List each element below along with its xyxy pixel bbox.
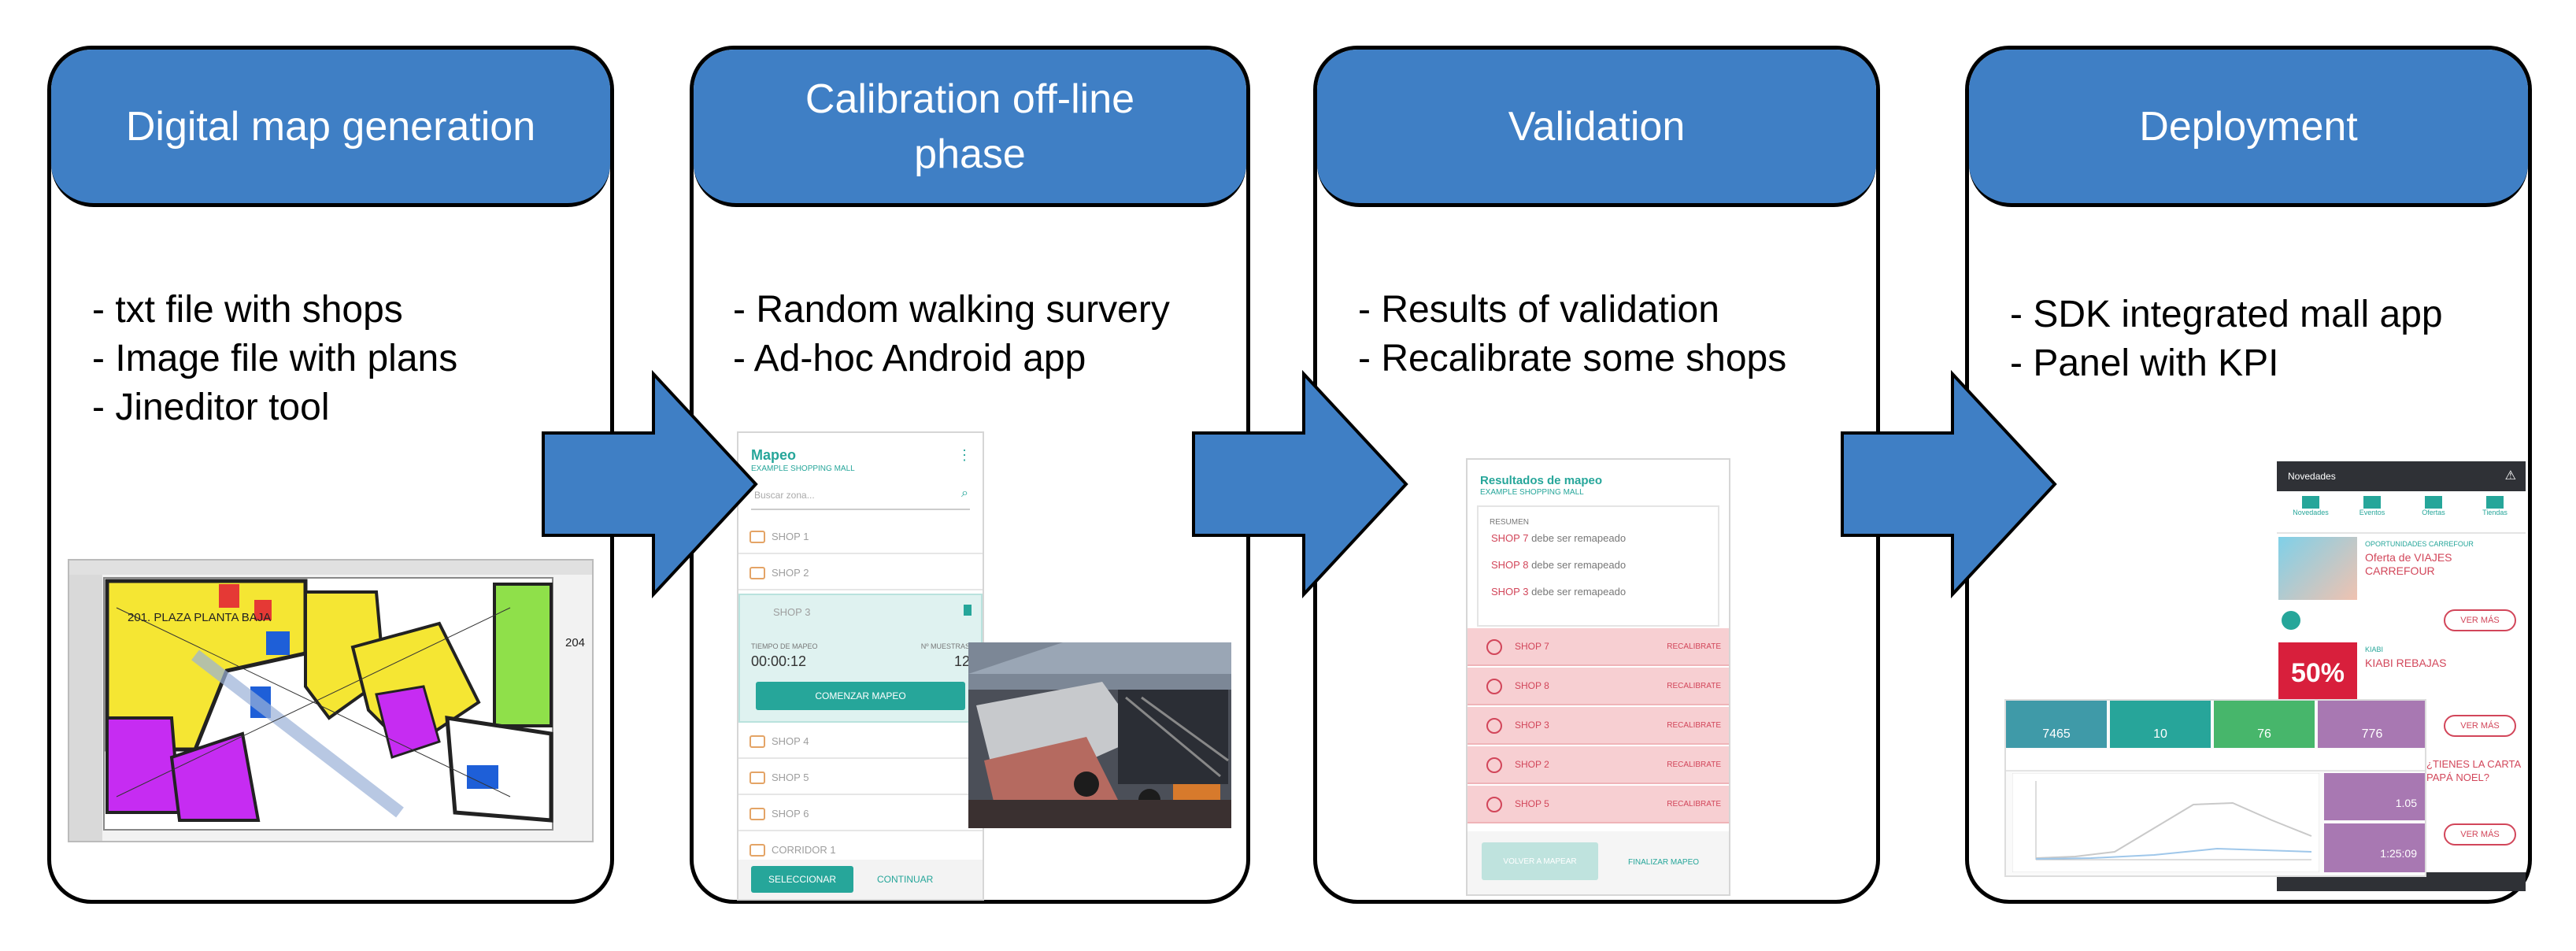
timer-label: TIEMPO DE MAPEO xyxy=(751,642,818,650)
select-button[interactable]: SELECCIONAR xyxy=(751,866,853,893)
stage-bullets-validation: - Results of validation - Recalibrate so… xyxy=(1358,286,1860,383)
tab-tiendas[interactable]: Tiendas xyxy=(2467,496,2522,516)
app-subtitle: EXAMPLE SHOPPING MALL xyxy=(751,464,855,473)
mall-photo xyxy=(968,642,1231,828)
app-header-title: Novedades xyxy=(2288,471,2336,482)
selected-item-label: SHOP 3 xyxy=(773,606,811,618)
app-subtitle: EXAMPLE SHOPPING MALL xyxy=(1480,488,1584,497)
stage-bullets-calibration: - Random walking survery - Ad-hoc Androi… xyxy=(733,286,1231,383)
floor-plan-image xyxy=(69,561,592,841)
see-more-button[interactable]: VER MÁS xyxy=(2444,609,2516,631)
promo-kicker: OPORTUNIDADES CARREFOUR xyxy=(2365,540,2474,548)
kpi-side-tile: 1.05 xyxy=(2324,773,2425,820)
stage-title-calibration: Calibration off-line phase xyxy=(694,50,1246,207)
see-more-button[interactable]: VER MÁS xyxy=(2444,823,2516,846)
calendar-icon xyxy=(2363,496,2381,509)
continue-button[interactable]: CONTINUAR xyxy=(877,874,934,885)
see-more-button[interactable]: VER MÁS xyxy=(2444,715,2516,737)
stage-bullets-map-generation: - txt file with shops - Image file with … xyxy=(92,286,594,432)
selected-item-panel: SHOP 3 TIEMPO DE MAPEO 00:00:12 Nº MUEST… xyxy=(738,594,983,723)
timer-value: 00:00:12 xyxy=(751,653,807,669)
bullet: - Panel with KPI xyxy=(2010,342,2279,384)
kpi-tile: 76 xyxy=(2214,701,2315,748)
remap-button[interactable]: VOLVER A MAPEAR xyxy=(1482,842,1598,880)
tab-eventos[interactable]: Eventos xyxy=(2345,496,2400,516)
discount-badge: 50% xyxy=(2278,642,2357,704)
promo-image xyxy=(2278,537,2357,600)
calibration-app-screenshot: Mapeo EXAMPLE SHOPPING MALL ⋮ Buscar zon… xyxy=(737,431,984,901)
app-title: Mapeo xyxy=(751,447,797,463)
samples-label: Nº MUESTRAS xyxy=(920,642,970,650)
arrow-right-icon xyxy=(542,370,758,598)
bullet: - Jineditor tool xyxy=(92,387,330,428)
kpi-line-chart xyxy=(2012,773,2319,872)
bullet: - Image file with plans xyxy=(92,338,458,379)
floor-plan-thumbnail: 201. PLAZA PLANTA BAJA 204 xyxy=(68,559,594,842)
avatar xyxy=(2282,611,2300,630)
search-placeholder: Buscar zona... xyxy=(754,490,815,501)
kpi-tile: 7465 xyxy=(2006,701,2107,748)
arrow-right-icon xyxy=(1192,370,1408,598)
list-item: SHOP 1 xyxy=(738,520,983,554)
alert-icon: ⚠ xyxy=(2504,469,2516,483)
promo-kicker: KIABI xyxy=(2365,646,2384,653)
list-item: SHOP 6 xyxy=(738,797,983,831)
app-title: Resultados de mapeo xyxy=(1480,474,1603,487)
stage-bullets-deployment: - SDK integrated mall app - Panel with K… xyxy=(2010,290,2512,388)
bullet: - Ad-hoc Android app xyxy=(733,338,1086,379)
more-icon: ⋮ xyxy=(957,447,972,463)
store-icon xyxy=(2486,496,2504,509)
summary-box: RESUMEN xyxy=(1477,505,1719,627)
kpi-subtile xyxy=(2006,749,2425,772)
offers-icon xyxy=(2425,496,2442,509)
summary-line: SHOP 8 debe ser remapeado xyxy=(1491,559,1627,571)
start-mapping-button[interactable]: COMENZAR MAPEO xyxy=(756,682,965,710)
validation-app-screenshot: Resultados de mapeo EXAMPLE SHOPPING MAL… xyxy=(1466,458,1730,896)
search-box: Buscar zona... ⌕ xyxy=(751,482,970,510)
samples-value: 12 xyxy=(953,653,970,669)
bullet: - txt file with shops xyxy=(92,289,403,331)
kpi-tile: 10 xyxy=(2110,701,2211,748)
summary-line: SHOP 3 debe ser remapeado xyxy=(1491,586,1627,598)
promo-title: Oferta de VIAJES CARREFOUR xyxy=(2365,551,2452,577)
list-item: SHOP 4 xyxy=(738,724,983,759)
bullet: - Recalibrate some shops xyxy=(1358,338,1787,379)
trash-icon xyxy=(964,605,972,616)
bullet: - Results of validation xyxy=(1358,289,1719,331)
kpi-dashboard-screenshot: 7465 10 76 776 1.05 1:25:09 xyxy=(2004,699,2426,877)
kpi-tile: 776 xyxy=(2318,701,2425,748)
home-icon xyxy=(2302,496,2319,509)
bullet: - SDK integrated mall app xyxy=(2010,294,2443,335)
finish-button[interactable]: FINALIZAR MAPEO xyxy=(1628,858,1700,867)
mall-photo-image xyxy=(968,642,1231,828)
tab-bar: Novedades Eventos Ofertas Tiendas xyxy=(2277,491,2526,534)
search-icon: ⌕ xyxy=(961,487,968,500)
tab-ofertas[interactable]: Ofertas xyxy=(2406,496,2461,516)
bullet: - Random walking survery xyxy=(733,289,1170,331)
map-label-204: 204 xyxy=(565,636,586,649)
tab-novedades[interactable]: Novedades xyxy=(2283,496,2338,516)
stage-title-validation: Validation xyxy=(1317,50,1876,207)
stage-title-deployment: Deployment xyxy=(1969,50,2528,207)
phone-footer: SELECCIONAR CONTINUAR xyxy=(738,860,983,899)
map-label-plaza: 201. PLAZA PLANTA BAJA xyxy=(128,611,272,624)
arrow-right-icon xyxy=(1841,370,2057,598)
list-item: SHOP 2 xyxy=(738,556,983,590)
summary-label: RESUMEN xyxy=(1490,518,1530,527)
phone-footer: VOLVER A MAPEAR FINALIZAR MAPEO xyxy=(1468,831,1729,894)
promo-title: KIABI REBAJAS xyxy=(2365,657,2447,669)
stage-title-map-generation: Digital map generation xyxy=(51,50,610,207)
kpi-side-tile: 1:25:09 xyxy=(2324,823,2425,872)
app-header: Novedades ⚠ xyxy=(2277,461,2526,491)
summary-line: SHOP 7 debe ser remapeado xyxy=(1491,532,1627,544)
promo-title: ¿TIENES LA CARTA PAPÁ NOEL? xyxy=(2426,758,2521,783)
list-item: SHOP 5 xyxy=(738,760,983,795)
